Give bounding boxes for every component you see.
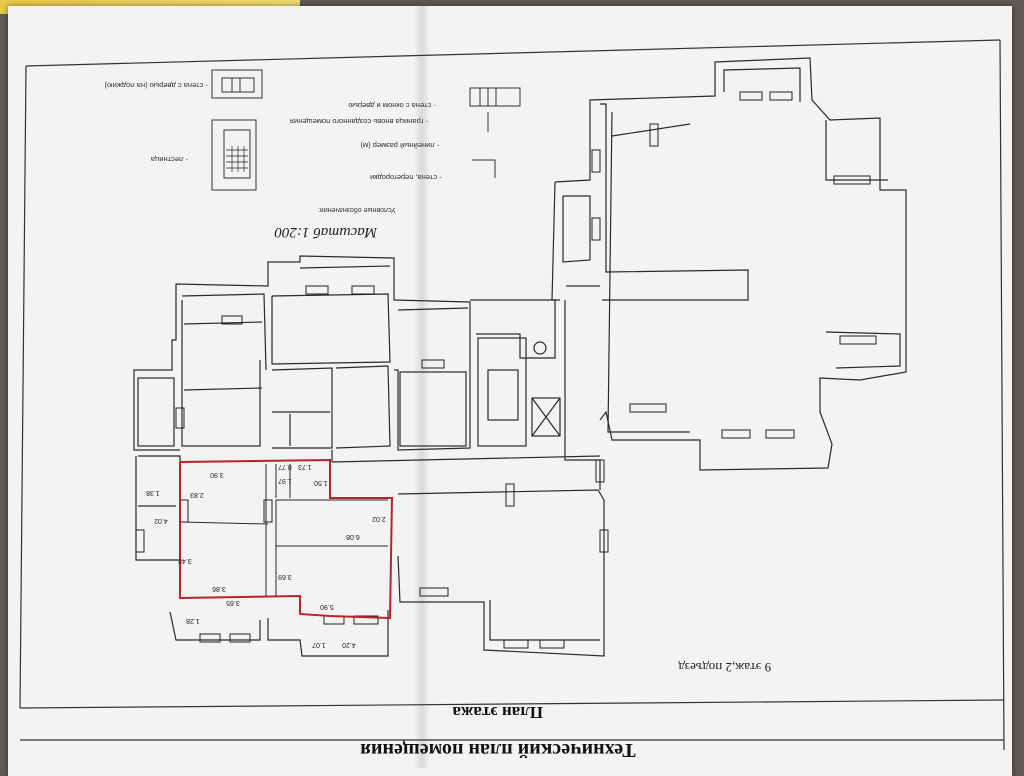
dim-label: 4.02 — [154, 517, 168, 524]
dim-label: 5.90 — [320, 603, 334, 610]
dim-label: 4.20 — [342, 641, 356, 648]
frame — [19, 39, 1005, 751]
legend-partition: - стена, перегородки — [370, 173, 442, 182]
document-title: Технический план помещения — [360, 739, 636, 761]
dim-label: 0.77 — [278, 463, 292, 470]
floor-label: 9 этаж,2 подъезд — [678, 660, 771, 675]
legend-window-wall: - стена с окном и дверью — [348, 101, 436, 110]
dim-label: 1.97 — [278, 477, 292, 484]
dim-label: 1.28 — [186, 617, 200, 624]
plan-subtitle: План этажа — [452, 703, 543, 722]
dim-label: 1.07 — [312, 641, 326, 648]
legend-room-boundary: - граница вновь созданного помещения — [290, 117, 428, 126]
dim-label: 3.69 — [278, 573, 292, 580]
dim-label: 2.02 — [372, 515, 386, 522]
walls — [133, 57, 907, 657]
dim-label: 3.65 — [226, 599, 240, 606]
dim-label: 2.83 — [190, 491, 204, 498]
dim-label: 1.38 — [146, 489, 160, 496]
legend-door-wall: - стена с дверью (на лоджию) — [104, 81, 208, 90]
dim-label: 3.48 — [178, 557, 192, 564]
legend-stairs: - лестница — [150, 155, 188, 164]
dim-label: 1.73 — [298, 463, 312, 470]
legend-heading: Условные обозначения: — [318, 206, 396, 214]
legend-line-size: - линейный размер (м) — [360, 141, 439, 150]
dim-label: 3.90 — [210, 471, 224, 478]
legend — [211, 69, 521, 191]
dim-label: 6.08 — [346, 533, 360, 540]
dim-label: 3.86 — [212, 585, 226, 592]
dim-label: 1.50 — [314, 479, 328, 486]
paper-fold — [414, 6, 430, 768]
apartment-interior-walls — [179, 464, 388, 596]
highlighted-apartment — [179, 458, 394, 620]
scale-label: Масштаб 1:200 — [274, 224, 378, 240]
window-marks — [135, 91, 877, 649]
